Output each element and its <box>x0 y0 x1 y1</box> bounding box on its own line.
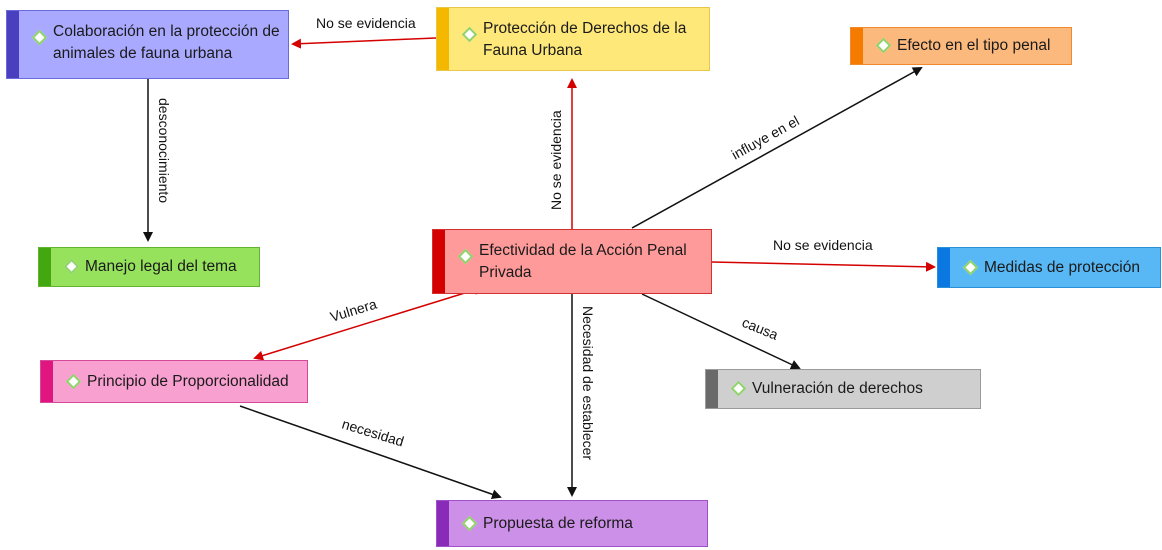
node-medidas[interactable]: Medidas de protección <box>937 247 1161 288</box>
edge-label-efectividad-vulneracion: causa <box>740 314 781 343</box>
node-accent-bar <box>938 248 950 287</box>
edge-label-efectividad-efecto: influye en el <box>729 112 802 162</box>
edge-label-proteccion-colaboracion: No se evidencia <box>316 15 416 31</box>
edge-proteccion-colaboracion <box>291 37 437 49</box>
node-label: Protección de Derechos de la Fauna Urban… <box>483 20 687 59</box>
node-accent-bar <box>41 361 53 402</box>
edge-label-efectividad-propuesta: Necesidad de establecer <box>580 306 596 460</box>
node-efecto[interactable]: Efecto en el tipo penal <box>850 27 1072 65</box>
edge-efectividad-efecto <box>631 67 923 229</box>
node-accent-bar <box>437 8 449 70</box>
node-manejo[interactable]: Manejo legal del tema <box>38 247 260 287</box>
node-vulneracion[interactable]: Vulneración de derechos <box>705 369 981 409</box>
node-accent-bar <box>7 11 19 78</box>
edge-label-efectividad-medidas: No se evidencia <box>773 237 873 253</box>
node-label: Manejo legal del tema <box>85 258 237 275</box>
node-accent-bar <box>851 28 863 64</box>
node-label: Principio de Proporcionalidad <box>87 372 289 390</box>
edge-efectividad-medidas <box>711 261 936 272</box>
node-accent-bar <box>706 370 718 408</box>
node-label: Vulneración de derechos <box>752 380 923 397</box>
node-label: Propuesta de reforma <box>483 514 633 532</box>
node-label: Colaboración en la protección de animale… <box>53 23 280 62</box>
node-proporcionalidad[interactable]: Principio de Proporcionalidad <box>40 360 308 403</box>
node-accent-bar <box>433 230 445 293</box>
edge-efectividad-proporcionalidad <box>253 284 478 361</box>
edge-label-efectividad-proporcionalidad: Vulnera <box>328 296 379 325</box>
node-accent-bar <box>437 501 449 546</box>
edge-proporcionalidad-propuesta <box>239 405 502 500</box>
edge-label-efectividad-proteccion: No se evidencia <box>548 110 564 210</box>
node-label: Efectividad de la Acción Penal Privada <box>479 242 687 281</box>
node-proteccion[interactable]: Protección de Derechos de la Fauna Urban… <box>436 7 710 71</box>
node-propuesta[interactable]: Propuesta de reforma <box>436 500 708 547</box>
node-label: Efecto en el tipo penal <box>897 37 1051 54</box>
node-efectividad[interactable]: Efectividad de la Acción Penal Privada <box>432 229 712 294</box>
node-label: Medidas de protección <box>984 258 1140 276</box>
edge-efectividad-vulneracion <box>641 293 801 370</box>
edge-label-colaboracion-manejo: desconocimiento <box>156 98 172 203</box>
node-accent-bar <box>39 248 51 286</box>
node-colaboracion[interactable]: Colaboración en la protección de animale… <box>6 10 289 79</box>
